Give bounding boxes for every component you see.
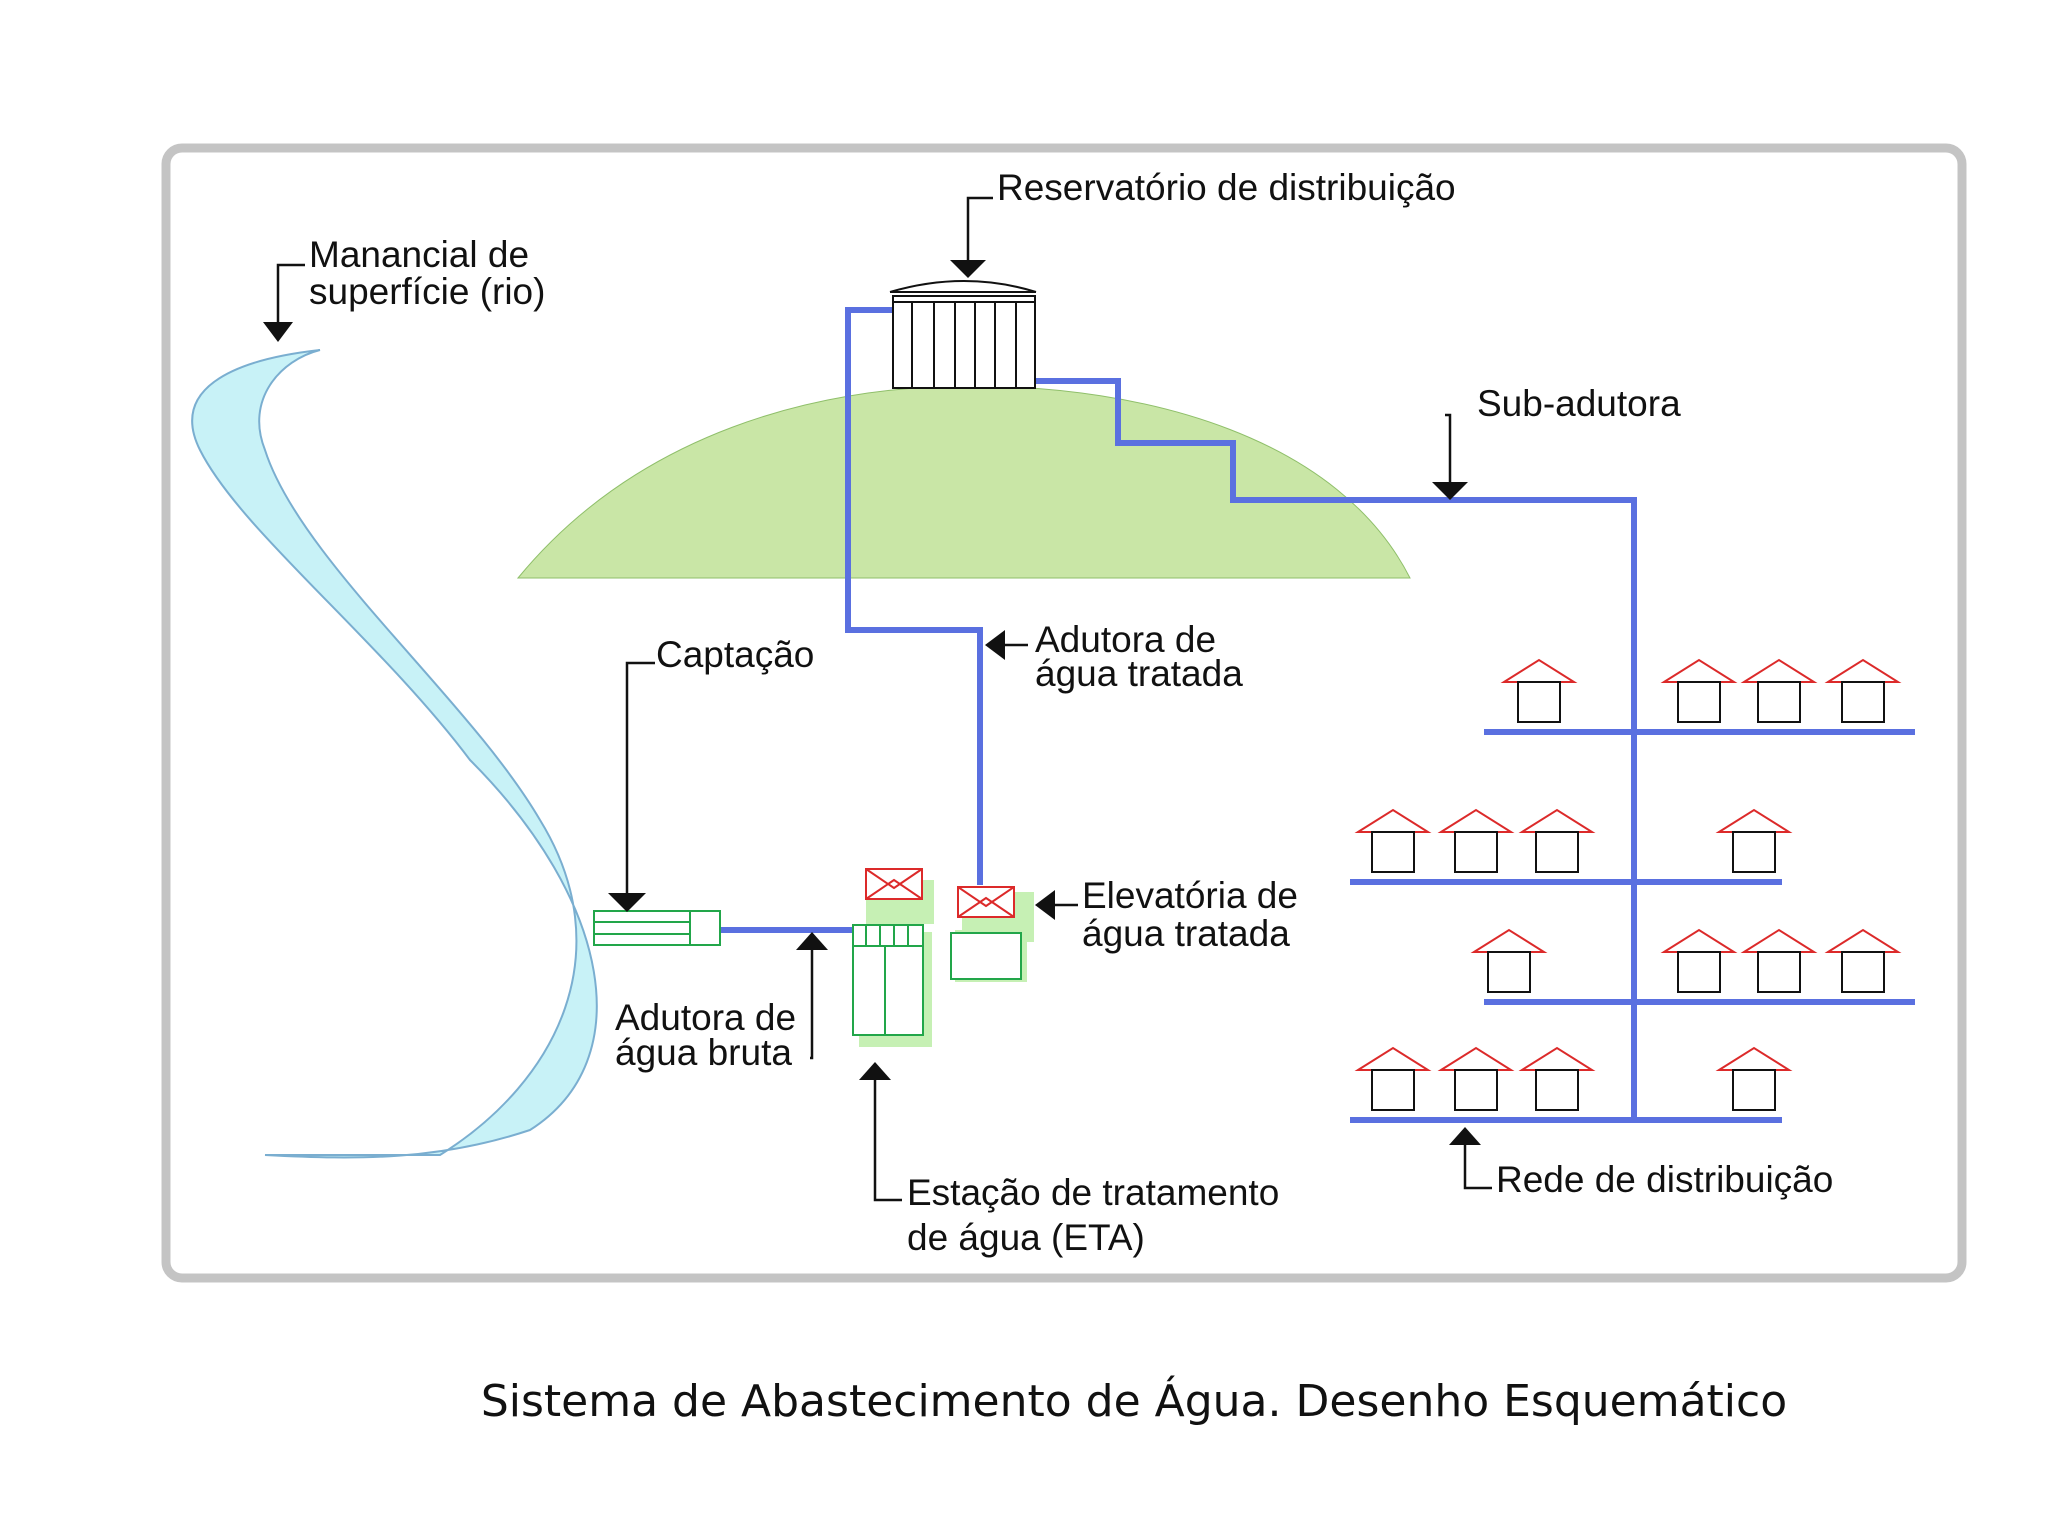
pipes — [720, 307, 1915, 1123]
label-rede: Rede de distribuição — [1496, 1159, 1833, 1200]
house — [1660, 928, 1738, 993]
arrow-left-icon — [1035, 890, 1055, 920]
house — [1740, 658, 1818, 723]
arrow-heads — [263, 260, 1481, 1145]
treated-water-main — [845, 307, 983, 885]
intake-structure — [593, 910, 721, 946]
house — [1660, 658, 1738, 723]
label-manancial: Manancial de — [309, 234, 529, 275]
arrow-down-icon — [608, 893, 646, 912]
arrow-down-icon — [1432, 482, 1468, 500]
distribution-reservoir — [889, 280, 1037, 389]
house — [1354, 808, 1432, 873]
river — [191, 349, 598, 1159]
house — [1500, 658, 1578, 723]
arrow-down-icon — [263, 322, 293, 342]
label-adutora-tratada: água tratada — [1035, 653, 1243, 694]
label-eta: de água (ETA) — [907, 1217, 1145, 1258]
arrow-up-icon — [1449, 1127, 1481, 1145]
diagram-frame — [161, 143, 1967, 1283]
house — [1715, 1046, 1793, 1111]
treatment-plant — [852, 868, 934, 1047]
figure-caption: Sistema de Abastecimento de Água. Desenh… — [481, 1374, 1787, 1427]
label-adutora-bruta: água bruta — [615, 1032, 792, 1073]
house — [1824, 928, 1902, 993]
label-manancial: superfície (rio) — [309, 271, 545, 312]
house — [1437, 808, 1515, 873]
house — [1518, 1046, 1596, 1111]
arrow-up-icon — [859, 1062, 891, 1080]
label-elevatoria: Elevatória de — [1082, 875, 1298, 916]
houses — [1354, 658, 1902, 1111]
house — [1824, 658, 1902, 723]
label-reservatorio: Reservatório de distribuição — [997, 167, 1456, 208]
arrow-left-icon — [985, 630, 1005, 660]
house — [1740, 928, 1818, 993]
house — [1437, 1046, 1515, 1111]
house — [1518, 808, 1596, 873]
label-adutora-bruta: Adutora de — [615, 997, 796, 1038]
pumping-station — [950, 886, 1034, 982]
label-adutora-tratada: Adutora de — [1035, 619, 1216, 660]
label-sub-adutora: Sub-adutora — [1477, 383, 1681, 424]
house — [1354, 1046, 1432, 1111]
arrow-down-icon — [950, 260, 986, 278]
label-elevatoria: água tratada — [1082, 913, 1290, 954]
label-captacao: Captação — [656, 634, 814, 675]
house — [1715, 808, 1793, 873]
arrow-up-icon — [796, 932, 828, 950]
label-eta: Estação de tratamento — [907, 1172, 1279, 1213]
house — [1470, 928, 1548, 993]
sub-main-pipe — [1035, 378, 1637, 1120]
leader-lines — [276, 196, 1492, 1202]
